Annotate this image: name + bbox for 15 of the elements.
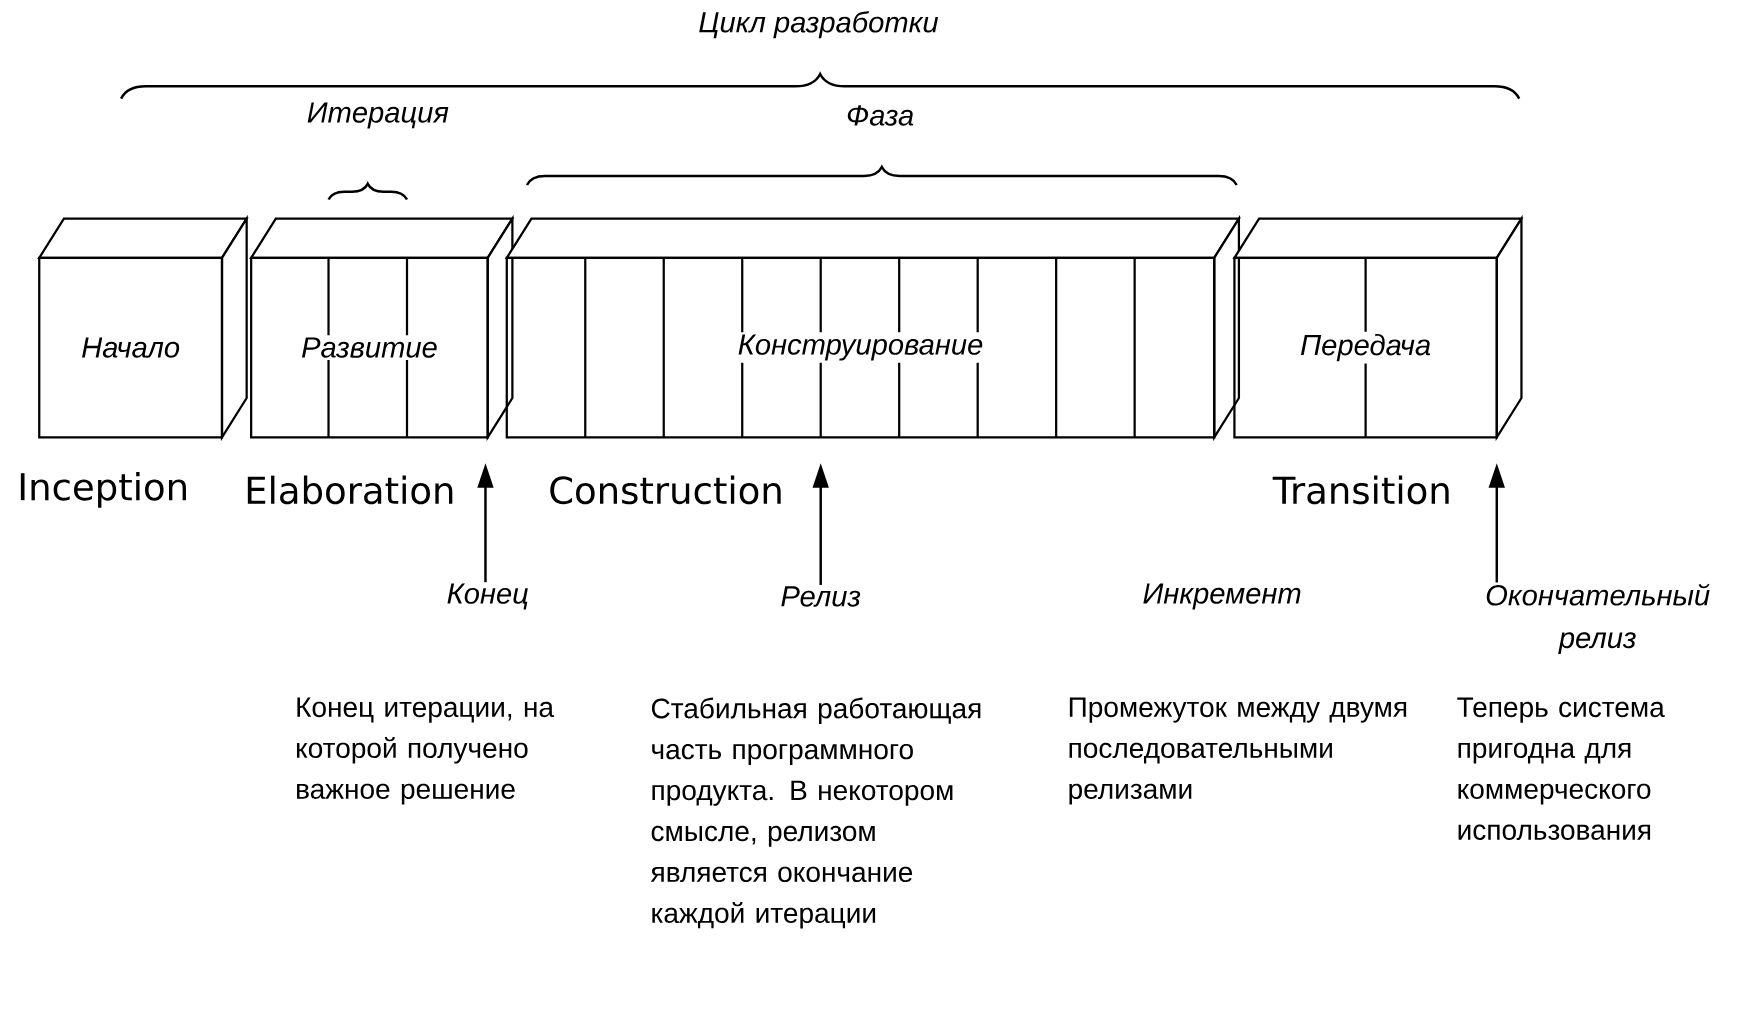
brace-label: Итерация [307, 102, 449, 129]
milestone-label: Инкремент [1143, 583, 1301, 610]
milestone-label: Окончательный релиз [1486, 583, 1710, 655]
description: Промежуток между двумя последовательными релизами [1069, 697, 1407, 805]
milestone-label: Релиз [781, 586, 861, 607]
phase-name: Inception [20, 472, 186, 508]
description: Конец итерации, на которой получено важное решение [297, 697, 554, 805]
description: Стабильная работающая часть программного продукта. В некотором смысле, релизом является окончание каждой итерации [650, 697, 981, 929]
phase-name: Transition [1272, 475, 1449, 505]
milestone-label: Конец [447, 583, 528, 610]
brace-label: Цикл разработки [699, 11, 939, 39]
description: Теперь система пригодна для коммерческого использования [1457, 697, 1665, 841]
phase-name: Construction [550, 475, 781, 505]
phase-name: Elaboration [247, 475, 453, 505]
brace-label: Фаза [847, 105, 914, 126]
